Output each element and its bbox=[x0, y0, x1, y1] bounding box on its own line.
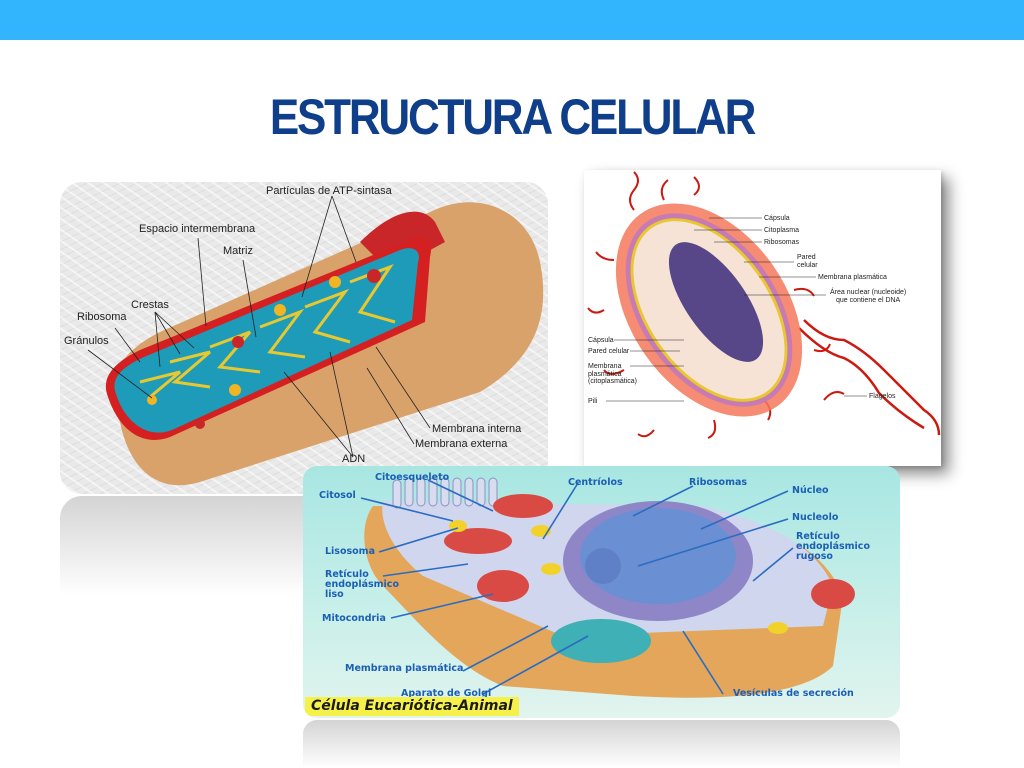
label-pili: Pili bbox=[588, 398, 598, 405]
slide-title: ESTRUCTURA CELULAR bbox=[269, 89, 757, 145]
animal-cell-reflection bbox=[303, 720, 900, 768]
animal-cell-diagram: Citoesqueleto Citosol Centríolos Ribosom… bbox=[303, 466, 900, 718]
label-capsule-top: Cápsula bbox=[764, 215, 790, 222]
label-rough-er-line3: rugoso bbox=[796, 550, 833, 562]
label-ribosome: Ribosoma bbox=[77, 311, 127, 323]
label-rough-er: Retículo endoplásmico rugoso bbox=[796, 532, 870, 562]
label-nucleolus: Nucleolo bbox=[792, 512, 839, 523]
label-smooth-er: Retículo endoplásmico liso bbox=[325, 570, 399, 600]
label-cell-wall-line2: celular bbox=[797, 261, 818, 269]
label-cytoskeleton: Citoesqueleto bbox=[375, 472, 450, 483]
label-mitochondria: Mitocondria bbox=[322, 613, 386, 624]
label-plasma-membrane-left: Membrana plasmática (citoplasmática) bbox=[588, 363, 637, 386]
label-dna: ADN bbox=[342, 453, 366, 465]
label-nucleus: Núcleo bbox=[792, 485, 829, 496]
label-matrix: Matriz bbox=[223, 245, 253, 257]
animal-cell-caption: Célula Eucariótica-Animal bbox=[305, 697, 519, 716]
mitochondria-illustration bbox=[87, 195, 544, 486]
label-inner-membrane: Membrana interna bbox=[432, 423, 522, 435]
mitochondria-diagram: Partículas de ATP-sintasa Espacio interm… bbox=[60, 182, 548, 494]
label-rough-er-line1: Retículo bbox=[796, 531, 840, 542]
label-plasma-membrane-left-line2: plasmática bbox=[588, 370, 622, 378]
label-outer-membrane: Membrana externa bbox=[415, 438, 508, 450]
label-ribosomes: Ribosomas bbox=[764, 239, 800, 246]
label-plasma-membrane-left-line3: (citoplasmática) bbox=[588, 378, 638, 386]
label-plasma-membrane: Membrana plasmática bbox=[345, 663, 464, 674]
label-cytosol: Citosol bbox=[319, 490, 356, 501]
label-nuclear-area-line2: que contiene el DNA bbox=[836, 296, 901, 304]
label-lysosome: Lisosoma bbox=[325, 546, 375, 557]
label-smooth-er-line3: liso bbox=[325, 588, 344, 600]
top-accent-bar bbox=[0, 0, 1024, 40]
bacteria-illustration bbox=[587, 171, 941, 439]
animal-cell-illustration bbox=[360, 477, 855, 698]
label-crests: Crestas bbox=[131, 299, 169, 311]
label-flagella: Flagelos bbox=[869, 393, 896, 400]
label-ribosomes: Ribosomas bbox=[689, 477, 748, 488]
label-smooth-er-line2: endoplásmico bbox=[325, 578, 399, 590]
label-cell-wall-top: Pared celular bbox=[797, 254, 818, 269]
label-rough-er-line2: endoplásmico bbox=[796, 540, 870, 552]
label-centrioles: Centríolos bbox=[568, 477, 623, 488]
bacteria-diagram: Cápsula Citoplasma Ribosomas Pared celul… bbox=[584, 170, 941, 466]
label-nuclear-area: Área nuclear (nucleoide) que contiene el… bbox=[830, 289, 906, 304]
label-golgi: Aparato de Golgi bbox=[401, 688, 492, 699]
label-granules: Gránulos bbox=[64, 335, 109, 347]
label-nuclear-area-line1: Área nuclear (nucleoide) bbox=[830, 289, 907, 296]
label-intermembrane-space: Espacio intermembrana bbox=[139, 223, 256, 235]
label-secretion-vesicles: Vesículas de secreción bbox=[733, 688, 854, 699]
label-plasma-membrane-left-line1: Membrana bbox=[588, 363, 622, 370]
label-cell-wall-left: Pared celular bbox=[588, 348, 630, 355]
label-cell-wall-line1: Pared bbox=[797, 254, 816, 261]
label-cytoplasm: Citoplasma bbox=[764, 227, 800, 234]
label-smooth-er-line1: Retículo bbox=[325, 569, 369, 580]
label-capsule-left: Cápsula bbox=[588, 337, 614, 344]
label-plasma-membrane-top: Membrana plasmática bbox=[818, 274, 887, 281]
label-atp-synthase: Partículas de ATP-sintasa bbox=[266, 185, 392, 197]
